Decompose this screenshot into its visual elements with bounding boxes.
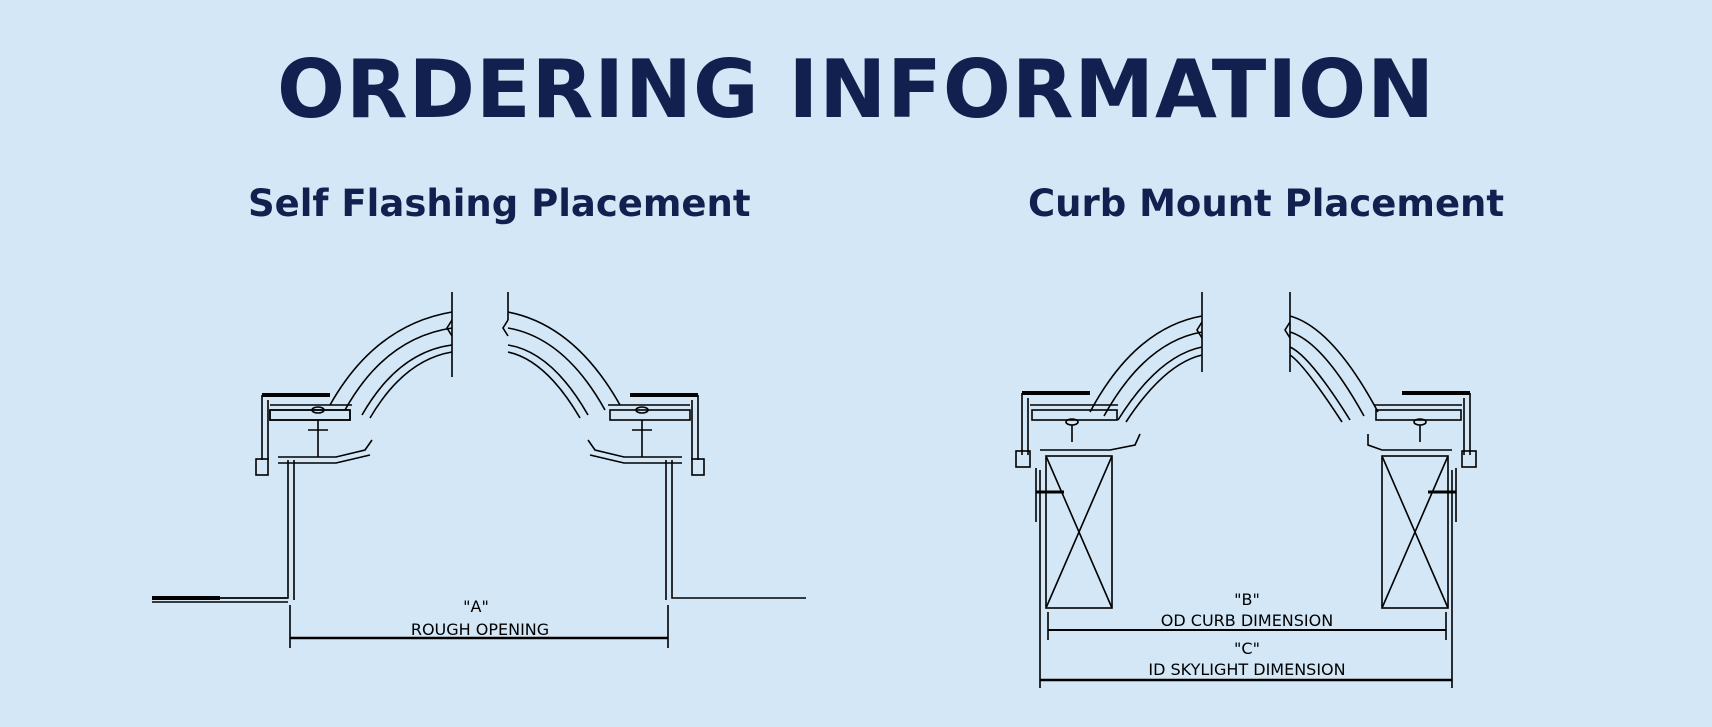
curb-mount-drawing <box>1015 292 1477 688</box>
dome-left-half <box>329 292 453 419</box>
page-title: ORDERING INFORMATION <box>276 43 1436 136</box>
dimension-b <box>1047 612 1447 640</box>
self-flashing-heading: Self Flashing Placement <box>248 182 751 225</box>
dim-b-label: OD CURB DIMENSION <box>1161 611 1333 630</box>
dim-a-label: ROUGH OPENING <box>411 620 549 639</box>
dim-b-tag: "B" <box>1234 590 1260 609</box>
frame-left <box>152 393 373 603</box>
dome-right-half-curb <box>1284 292 1379 423</box>
dome-left-half-curb <box>1089 292 1203 423</box>
dim-a-tag: "A" <box>463 597 489 616</box>
self-flashing-drawing <box>152 292 806 648</box>
dim-c-tag: "C" <box>1234 639 1260 658</box>
curb-frame-right <box>1367 391 1477 688</box>
curb-mount-heading: Curb Mount Placement <box>1028 182 1505 225</box>
dim-c-label: ID SKYLIGHT DIMENSION <box>1148 660 1345 679</box>
frame-right <box>587 393 806 600</box>
dome-right-half <box>502 292 621 419</box>
dimension-a <box>289 605 669 648</box>
curb-frame-left <box>1015 391 1141 688</box>
